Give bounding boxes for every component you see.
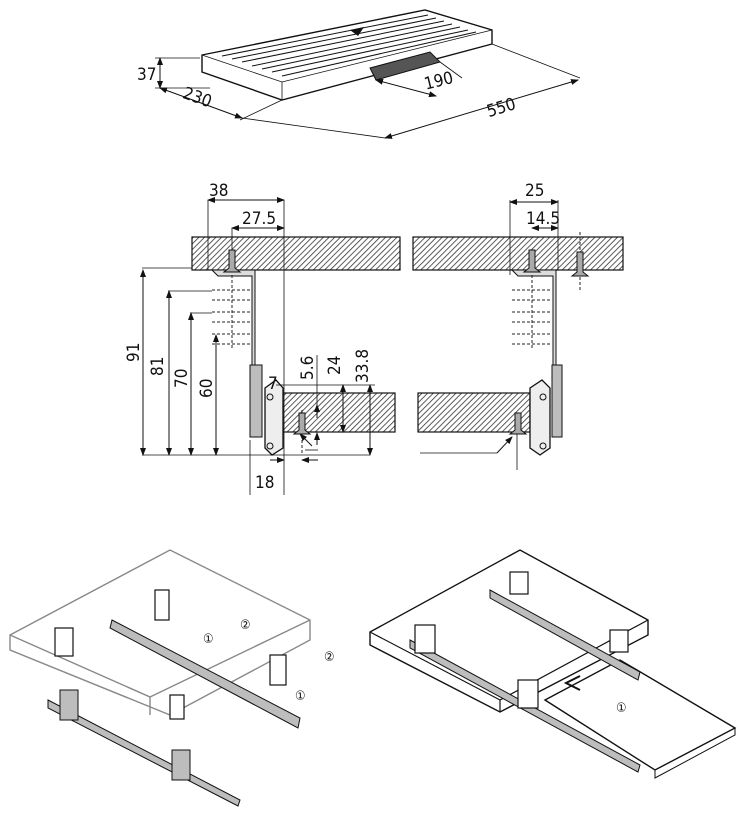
mount-bracket [154,589,170,621]
screw-icon [508,412,528,435]
top-board-right [412,236,624,271]
section-view: 38 27.5 25 14.5 91 81 70 60 7 5.6 24 33.… [124,181,624,495]
dim-60: 60 [197,379,217,398]
dim-81: 81 [148,357,168,376]
tray-ribs [221,14,477,77]
dim-handle-190: 190 [422,68,455,94]
assembly-view-left: ① ② ② ① [9,549,335,807]
top-board-left [191,236,401,271]
screw-icon [570,251,590,277]
dim-width-550: 550 [484,94,518,122]
right-slide-profile [529,379,551,456]
dim-33-8: 33.8 [353,349,373,383]
mount-bracket [169,694,185,720]
mount-bracket [414,624,436,654]
dim-18: 18 [255,473,274,493]
left-bracket [210,269,256,366]
step-marker-1: ① [616,701,627,716]
mount-bracket [269,654,287,686]
mount-bracket [609,629,629,653]
step-marker-2: ② [324,650,335,665]
left-slide-profile [264,379,284,456]
mount-bracket [54,627,74,657]
dim-27-5: 27.5 [242,209,276,229]
step-marker-1: ① [295,689,306,704]
screw-icon [522,249,542,273]
assembly-view-right: ① [369,549,737,779]
drawer-board [543,659,737,771]
left-slide-rail [249,364,263,438]
dim-14-5: 14.5 [526,209,560,229]
mount-bracket [517,679,539,709]
step-marker-2: ② [240,618,251,633]
screw-icon [292,412,312,435]
mount-bracket [59,689,79,721]
drawer-board-right [417,392,531,433]
cabinet-top-board [369,549,649,713]
dim-70: 70 [172,369,192,388]
dim-height-37: 37 [137,65,156,85]
dim-38: 38 [209,181,228,201]
shelf-board [9,549,311,716]
keyboard-tray-view: 37 230 190 550 [137,9,581,139]
screw-icon [222,249,242,273]
slide-rail [489,589,641,681]
slide-rail [109,619,301,729]
dim-24: 24 [325,356,345,375]
mount-bracket [171,749,191,781]
dim-25: 25 [525,181,544,201]
right-slide-rail [551,364,563,438]
right-bracket [510,269,557,366]
dim-7: 7 [268,374,278,394]
dim-91: 91 [124,343,144,362]
mount-bracket [509,571,529,595]
dim-5-6: 5.6 [298,356,318,380]
step-marker-1: ① [203,632,214,647]
